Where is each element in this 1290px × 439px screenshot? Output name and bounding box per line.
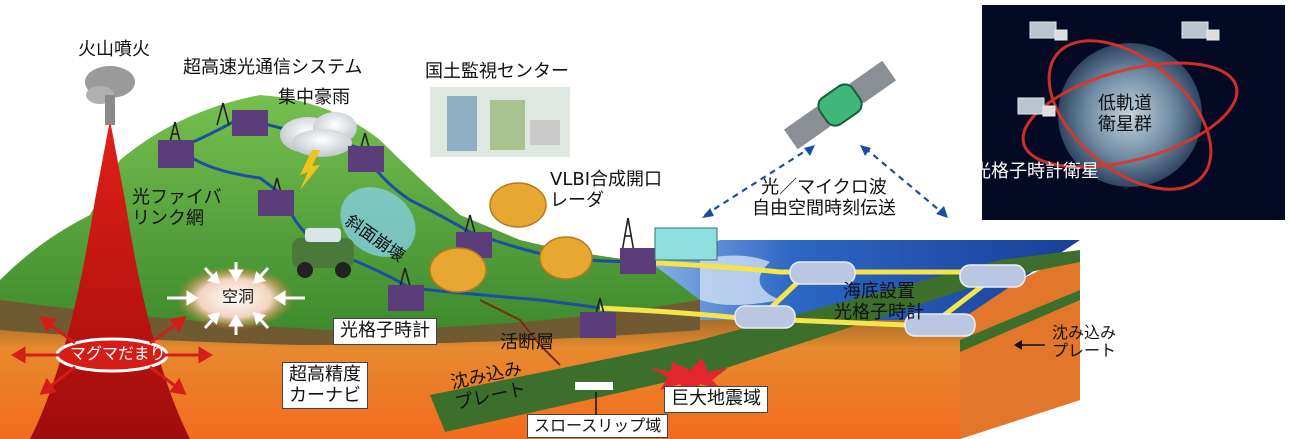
slow-slip-marker bbox=[575, 382, 613, 390]
free-space-arrows bbox=[704, 147, 946, 216]
label-leo: 低軌道 衛星群 bbox=[1098, 93, 1152, 135]
landslide-area bbox=[340, 187, 416, 257]
label-optical-clock: 光格子時計 bbox=[333, 318, 437, 345]
label-active-fault: 活断層 bbox=[500, 332, 554, 353]
label-car-navi: 超高精度 カーナビ bbox=[282, 362, 368, 410]
radar-dishes bbox=[429, 182, 593, 293]
satellite-graphic bbox=[783, 60, 897, 150]
label-magma: マグマだまり bbox=[70, 344, 166, 363]
label-fiber-link: 光ファイバ リンク網 bbox=[132, 187, 222, 229]
inset-satellites bbox=[1017, 21, 1220, 117]
label-monitoring-center: 国土監視センター bbox=[425, 61, 569, 82]
label-optical-network: 超高速光通信システム bbox=[183, 57, 363, 78]
label-cavity: 空洞 bbox=[222, 287, 255, 306]
fault-line bbox=[479, 299, 561, 366]
seafloor-capsules bbox=[734, 261, 1026, 337]
label-volcano: 火山噴火 bbox=[78, 39, 150, 60]
label-free-space: 光／マイクロ波 自由空間時刻伝送 bbox=[752, 177, 896, 219]
ground-station bbox=[654, 227, 718, 261]
magma-arrows bbox=[11, 316, 213, 395]
car-graphic bbox=[292, 228, 354, 278]
label-vlbi: VLBI合成開口 レーダ bbox=[550, 169, 662, 211]
label-seafloor-clock: 海底設置 光格子時計 bbox=[834, 281, 924, 323]
cavity-arrows bbox=[167, 262, 305, 335]
label-slow-slip: スロースリップ域 bbox=[527, 414, 669, 439]
cavity-glow bbox=[175, 266, 295, 330]
label-heavy-rain: 集中豪雨 bbox=[278, 87, 350, 108]
label-megaquake: 巨大地震域 bbox=[664, 386, 768, 413]
label-clock-satellite: 光格子時計衛星 bbox=[973, 161, 1099, 182]
label-sinking-plate-right: 沈み込み プレート bbox=[1052, 323, 1117, 361]
rain-cloud bbox=[280, 112, 357, 190]
